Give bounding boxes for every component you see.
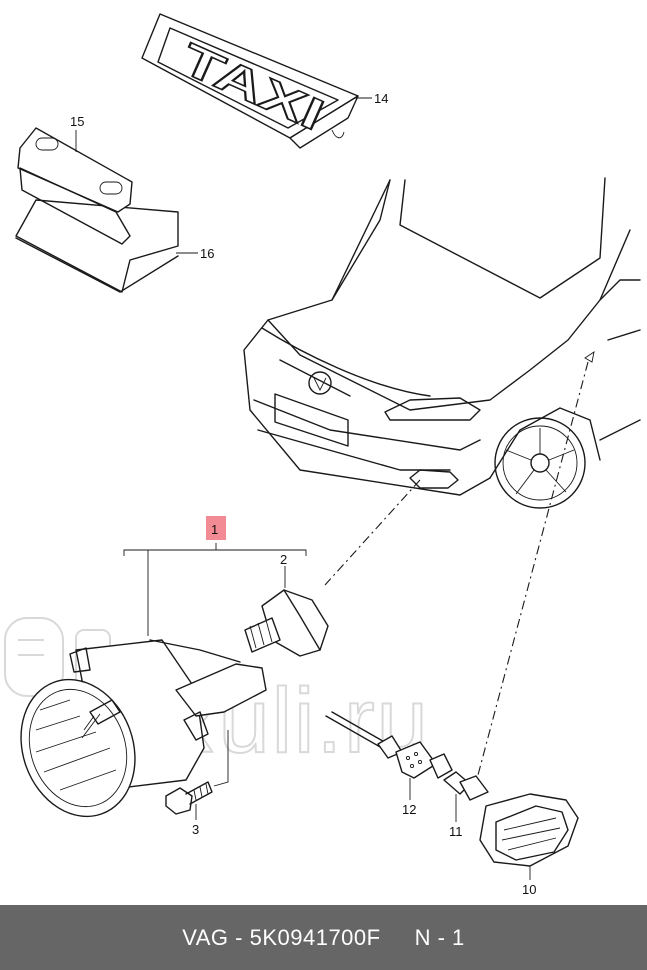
callout-14: 14 bbox=[374, 91, 388, 106]
fog-lamp-housing bbox=[20, 639, 267, 818]
car-front-illustration bbox=[243, 177, 641, 509]
taxi-roof-sign: TAXI bbox=[141, 13, 359, 149]
callout-3: 3 bbox=[192, 822, 199, 837]
callout-10: 10 bbox=[522, 882, 536, 897]
callout-12: 12 bbox=[402, 802, 416, 817]
parts-diagram: Ruli.ru TAXI 14 15 16 bbox=[4, 13, 641, 897]
callout-1-highlight bbox=[206, 516, 226, 540]
callout-15: 15 bbox=[70, 114, 84, 129]
callout-11: 11 bbox=[449, 824, 463, 839]
side-marker-lamp-10 bbox=[479, 793, 579, 867]
wire-connector-12 bbox=[325, 711, 453, 779]
adhesive-pad-16 bbox=[15, 237, 179, 293]
leader-lines bbox=[324, 361, 589, 776]
svg-text:TAXI: TAXI bbox=[174, 34, 331, 140]
bulb-h11-2 bbox=[244, 589, 329, 657]
callout-16: 16 bbox=[200, 246, 214, 261]
taxi-sign-lettering: TAXI bbox=[173, 34, 332, 141]
footer-part-number: VAG - 5K0941700F bbox=[182, 924, 381, 950]
callout-2: 2 bbox=[280, 552, 287, 567]
assembly-bracket-1 bbox=[123, 516, 307, 636]
callout-1: 1 bbox=[211, 522, 218, 537]
taxi-light-15 bbox=[15, 127, 179, 293]
footer-bar: VAG - 5K0941700F N - 1 bbox=[0, 905, 647, 970]
bulb-11 bbox=[443, 771, 489, 801]
screw-3 bbox=[165, 781, 213, 815]
footer-sheet: N - 1 bbox=[414, 924, 465, 950]
